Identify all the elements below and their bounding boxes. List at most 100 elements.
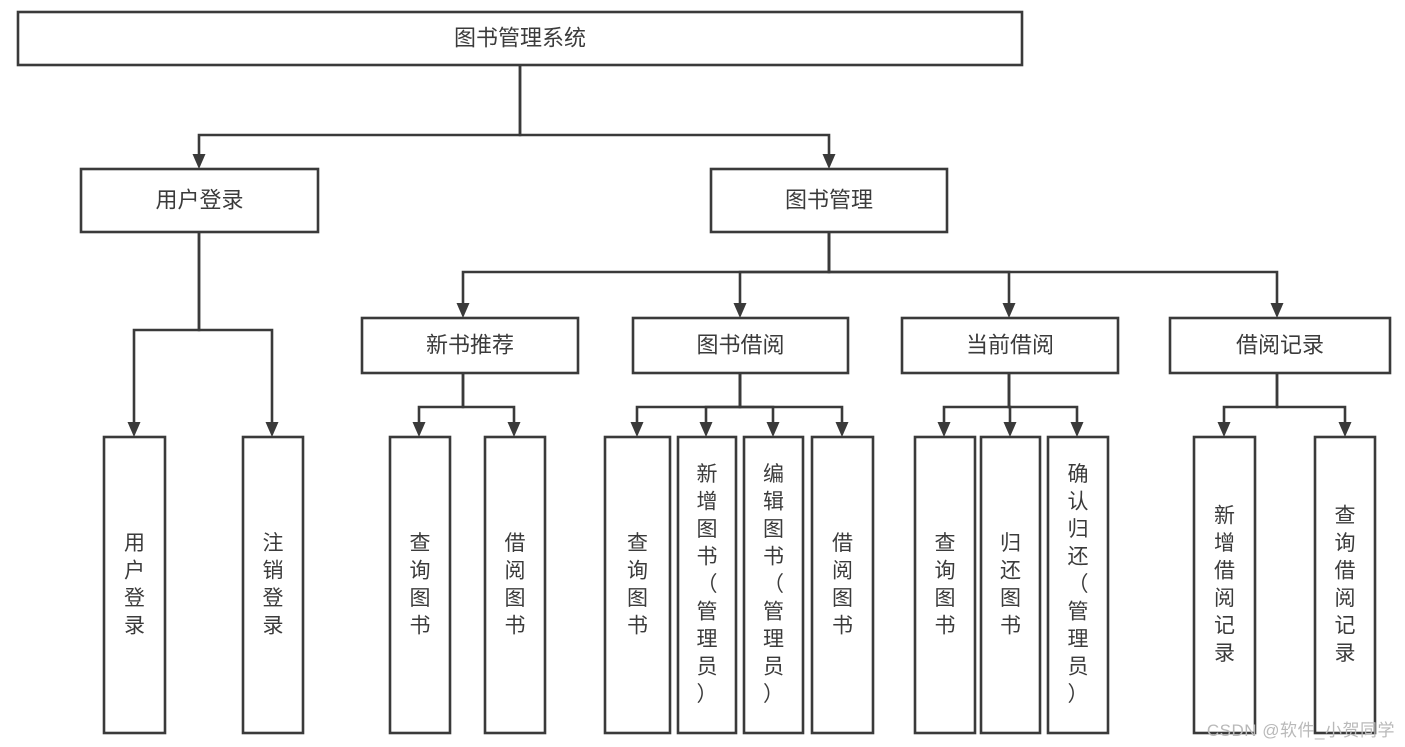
connector-line (738, 232, 831, 303)
node-root[interactable]: 图书管理系统 (16, 10, 1024, 67)
node-box[interactable] (79, 167, 320, 234)
arrow-head-icon (766, 422, 780, 437)
node-box[interactable] (388, 435, 452, 735)
connector-用户登录-to-用户登录-leaf (127, 232, 201, 437)
arrow-head-icon (1070, 422, 1084, 437)
node-box[interactable] (16, 10, 1024, 67)
connector-line (461, 373, 516, 422)
node-label: 编辑图书（管理员） (763, 463, 784, 706)
node-box[interactable] (360, 316, 580, 375)
connector-图书管理-to-新书推荐 (456, 232, 831, 318)
node-box[interactable] (603, 435, 672, 735)
connector-当前借阅-to-确认归还-leaf (1007, 373, 1084, 437)
node-leaf-7[interactable]: 借阅图书 (810, 435, 875, 735)
node-level2-1[interactable]: 图书管理 (709, 167, 949, 234)
connector-line (461, 232, 831, 303)
connector-图书管理-to-当前借阅 (827, 232, 1016, 318)
arrow-head-icon (1338, 422, 1352, 437)
arrow-head-icon (1003, 422, 1017, 437)
connector-图书借阅-to-编辑图书-leaf (738, 373, 780, 437)
node-box[interactable] (676, 435, 738, 735)
connector-line (704, 373, 742, 422)
node-box[interactable] (1046, 435, 1110, 735)
node-box[interactable] (102, 435, 167, 735)
arrow-head-icon (1002, 303, 1016, 318)
arrow-head-icon (507, 422, 521, 437)
node-box[interactable] (241, 435, 305, 735)
connector-图书管理系统-to-图书管理 (518, 65, 836, 169)
node-label: 注销登录 (263, 531, 284, 637)
arrow-head-icon (127, 422, 141, 437)
connector-line (738, 373, 844, 422)
connector-当前借阅-to-查询图书-leaf (937, 373, 1011, 437)
node-label: 图书管理 (785, 187, 873, 212)
node-label: 查询图书 (410, 531, 431, 637)
node-leaf-0[interactable]: 用户登录 (102, 435, 167, 735)
connector-图书管理-to-借阅记录 (827, 232, 1284, 318)
node-level3-1[interactable]: 图书借阅 (631, 316, 850, 375)
node-box[interactable] (810, 435, 875, 735)
node-leaf-2[interactable]: 查询图书 (388, 435, 452, 735)
node-leaf-11[interactable]: 新增借阅记录 (1192, 435, 1257, 735)
node-label: 图书借阅 (696, 332, 784, 357)
node-level3-0[interactable]: 新书推荐 (360, 316, 580, 375)
node-box[interactable] (1192, 435, 1257, 735)
node-box[interactable] (979, 435, 1042, 735)
node-box[interactable] (709, 167, 949, 234)
node-level3-3[interactable]: 借阅记录 (1168, 316, 1392, 375)
connector-line (827, 232, 1279, 303)
connector-图书借阅-to-新增图书-leaf (699, 373, 742, 437)
connector-图书借阅-to-查询图书-leaf (630, 373, 742, 437)
node-box[interactable] (631, 316, 850, 375)
node-box[interactable] (1168, 316, 1392, 375)
connector-line (1222, 373, 1279, 422)
node-label: 借阅记录 (1236, 332, 1324, 357)
connector-图书管理-to-图书借阅 (733, 232, 831, 318)
node-leaf-4[interactable]: 查询图书 (603, 435, 672, 735)
arrow-head-icon (1217, 422, 1231, 437)
node-layer: 图书管理系统用户登录图书管理新书推荐图书借阅当前借阅借阅记录用户登录注销登录查询… (16, 10, 1392, 735)
node-box[interactable] (742, 435, 805, 735)
connector-line (417, 373, 465, 422)
node-label: 借阅图书 (832, 531, 853, 637)
node-level3-2[interactable]: 当前借阅 (900, 316, 1120, 375)
node-leaf-3[interactable]: 借阅图书 (483, 435, 547, 735)
node-leaf-1[interactable]: 注销登录 (241, 435, 305, 735)
connector-图书借阅-to-借阅图书-leaf (738, 373, 849, 437)
connector-用户登录-to-注销登录-leaf (197, 232, 279, 437)
node-box[interactable] (483, 435, 547, 735)
node-label: 新书推荐 (426, 332, 514, 357)
arrow-head-icon (412, 422, 426, 437)
node-label: 查询图书 (627, 531, 648, 637)
connector-line (197, 65, 522, 154)
node-box[interactable] (913, 435, 977, 735)
node-box[interactable] (900, 316, 1120, 375)
arrow-head-icon (835, 422, 849, 437)
arrow-head-icon (822, 154, 836, 169)
connector-line (197, 232, 274, 422)
node-leaf-10[interactable]: 确认归还（管理员） (1046, 435, 1110, 735)
node-box[interactable] (1313, 435, 1377, 735)
connector-line (942, 373, 1011, 422)
arrow-head-icon (192, 154, 206, 169)
arrow-head-icon (1270, 303, 1284, 318)
node-label: 新增借阅记录 (1214, 504, 1235, 665)
node-leaf-5[interactable]: 新增图书（管理员） (676, 435, 738, 735)
connector-line (132, 232, 201, 422)
connector-新书推荐-to-查询图书-leaf (412, 373, 465, 437)
node-leaf-8[interactable]: 查询图书 (913, 435, 977, 735)
node-leaf-9[interactable]: 归还图书 (979, 435, 1042, 735)
node-label: 当前借阅 (966, 332, 1054, 357)
node-leaf-6[interactable]: 编辑图书（管理员） (742, 435, 805, 735)
node-label: 确认归还（管理员） (1068, 463, 1089, 706)
node-level2-0[interactable]: 用户登录 (79, 167, 320, 234)
connector-line (1007, 373, 1079, 422)
connector-借阅记录-to-查询借阅记录-leaf (1275, 373, 1352, 437)
node-leaf-12[interactable]: 查询借阅记录 (1313, 435, 1377, 735)
connector-line (827, 232, 1011, 303)
node-label: 图书管理系统 (454, 25, 586, 50)
arrow-head-icon (937, 422, 951, 437)
connector-line (635, 373, 742, 422)
connector-line (518, 65, 831, 154)
